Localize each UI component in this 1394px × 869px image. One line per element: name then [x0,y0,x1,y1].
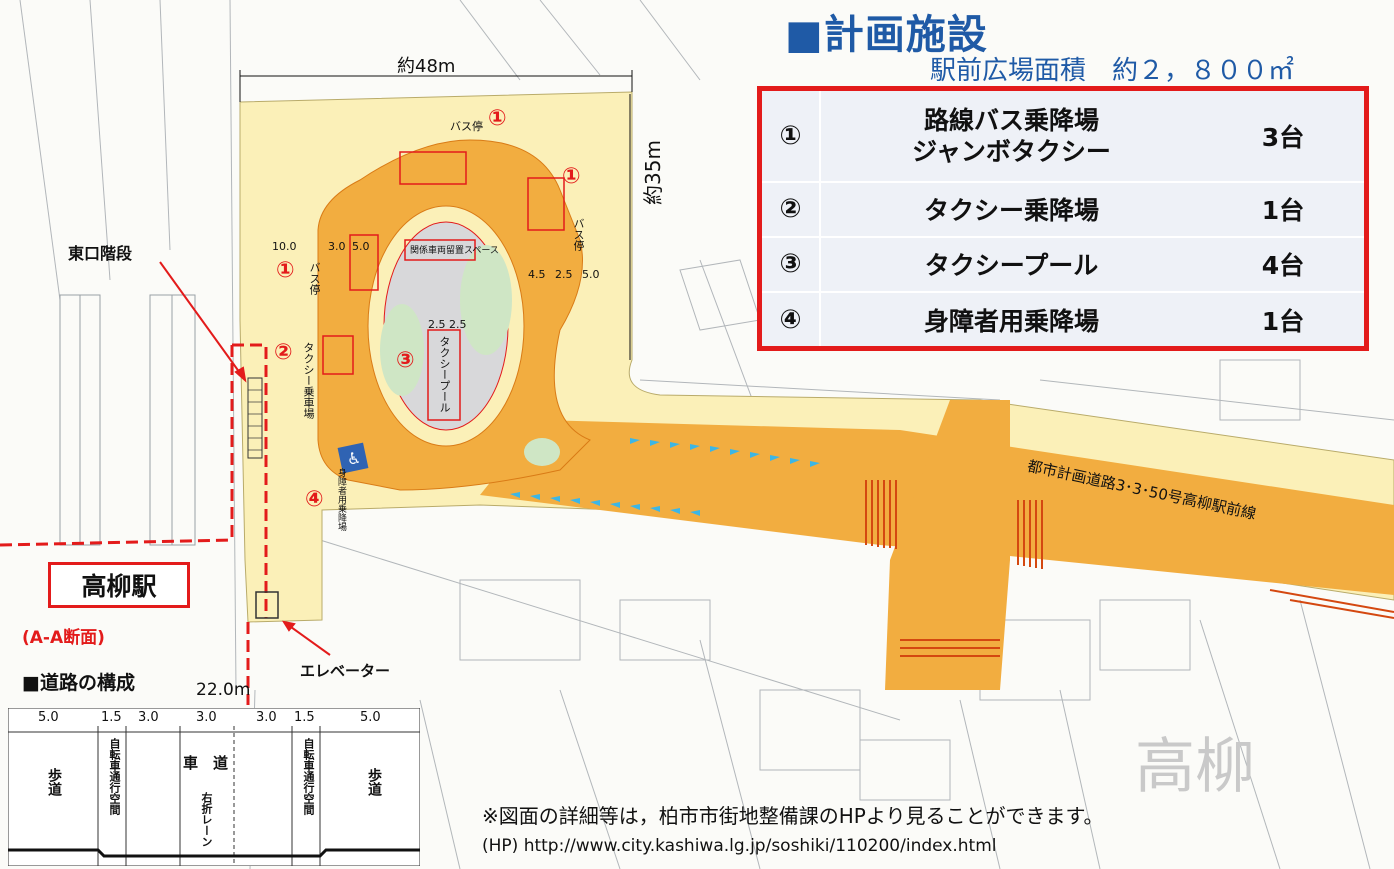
dim-10: 10.0 [272,240,297,253]
dim-2-5: 2.5 [555,268,573,281]
taxi-pool-label: タクシープール [438,336,451,413]
width-bike-right: 1.5 [294,710,315,725]
width-lane-1: 3.0 [138,710,159,725]
callout-arrows [159,261,331,656]
elevator-label: エレベーター [300,662,391,680]
cross-road [885,400,1010,690]
facility-count: 3台 [1202,91,1364,183]
facility-table: ① 路線バス乗降場 ジャンボタクシー 3台 ② タクシー乗降場 1台 ③ タクシ… [757,86,1369,351]
width-sidewalk-left: 5.0 [38,710,59,725]
station-name-box: 高柳駅 [48,562,190,608]
plaza-width-dimension: 約48m [397,56,456,77]
parking-stalls [322,151,565,421]
disabled-stop-label: 身障者用乗降場 [336,468,346,531]
dim-2-5-pair: 2.5 2.5 [428,318,467,331]
station-building-lines [59,294,196,546]
marker-1-b: ① [562,164,581,189]
facility-heading: ■計画施設 [785,12,988,58]
right-turn-label: 右折レーン [200,792,213,847]
roadway-label: 車 道 [183,754,229,772]
marker-1-c: ① [276,258,295,283]
dim-5: 5.0 [352,240,370,253]
road-structure-title: ■道路の構成 [22,672,135,694]
taxi-stop-label: タクシー乗車場 [302,342,315,419]
road-total-width: 22.0m [196,680,251,700]
dim-5-b: 5.0 [582,268,600,281]
marker-3: ③ [396,348,415,373]
facility-name: 身障者用乗降場 [923,306,1099,336]
marker-1-a: ① [488,106,507,131]
section-label: (A-A断面) [22,628,105,648]
plaza-area-text: 駅前広場面積 約２，８００㎡ [930,56,1295,86]
dim-4-5: 4.5 [528,268,546,281]
width-bike-left: 1.5 [101,710,122,725]
green-area-small [524,438,560,466]
stairs-steps [248,389,262,451]
facility-row: ④ 身障者用乗降場 1台 [762,292,1364,346]
marker-2: ② [274,340,293,365]
detail-url[interactable]: (HP) http://www.city.kashiwa.lg.jp/soshi… [482,836,997,856]
wheelchair-glyph: ♿ [347,449,361,468]
bus-stop-label-b: バス停 [572,218,585,251]
base-map-lines [19,0,1394,869]
facility-row: ① 路線バス乗降場 ジャンボタクシー 3台 [762,91,1364,183]
green-area-left [380,304,424,396]
width-lane-2: 3.0 [196,710,217,725]
facility-count: 1台 [1202,181,1364,238]
sidewalk-left-label: 歩道 [46,768,62,796]
cross-section-lines [8,708,420,866]
facility-number: ③ [762,236,821,294]
facility-number: ② [762,181,821,238]
width-sidewalk-right: 5.0 [360,710,381,725]
marker-4: ④ [305,487,324,512]
facility-name: タクシー乗降場 [820,181,1202,238]
bus-stop-label-a: バス停 [450,120,483,133]
east-stairs-shape [247,377,263,459]
east-stairs-label: 東口階段 [68,244,133,263]
plaza-depth-dimension: 約35m [641,140,665,205]
wheelchair-icon [337,442,369,474]
crosswalk-hatch [865,480,1394,657]
facility-number: ① [762,91,821,183]
direction-arrows [510,438,820,516]
facility-number: ④ [762,292,821,346]
detail-note: ※図面の詳細等は，柏市市街地整備課のHPより見ることができます。 [482,804,1104,828]
elevator-shape [255,591,279,619]
facility-count: 4台 [1202,236,1364,294]
facility-count: 1台 [1261,306,1305,336]
related-vehicle-label: 関係車両留置スペース [410,246,499,256]
red-dashed-boundaries [0,343,268,705]
bike-lane-right-label: 自転車通行空間 [302,738,315,815]
green-area-right [460,245,512,355]
place-watermark: 高柳 [1135,732,1255,802]
facility-row: ② タクシー乗降場 1台 [762,181,1364,238]
facility-name: 路線バス乗降場 ジャンボタクシー [820,91,1202,183]
dimension-lines [239,70,633,360]
sidewalk-right-label: 歩道 [366,768,382,796]
road-cross-section: 5.0 1.5 3.0 3.0 3.0 1.5 5.0 歩道 自転車通行空間 車… [8,708,420,866]
bike-lane-left-label: 自転車通行空間 [108,738,121,815]
width-lane-3: 3.0 [256,710,277,725]
facility-row: ③ タクシープール 4台 [762,236,1364,294]
facility-name: タクシープール [820,236,1202,294]
dim-3: 3.0 [328,240,346,253]
bus-stop-label-c: バス停 [308,262,321,295]
